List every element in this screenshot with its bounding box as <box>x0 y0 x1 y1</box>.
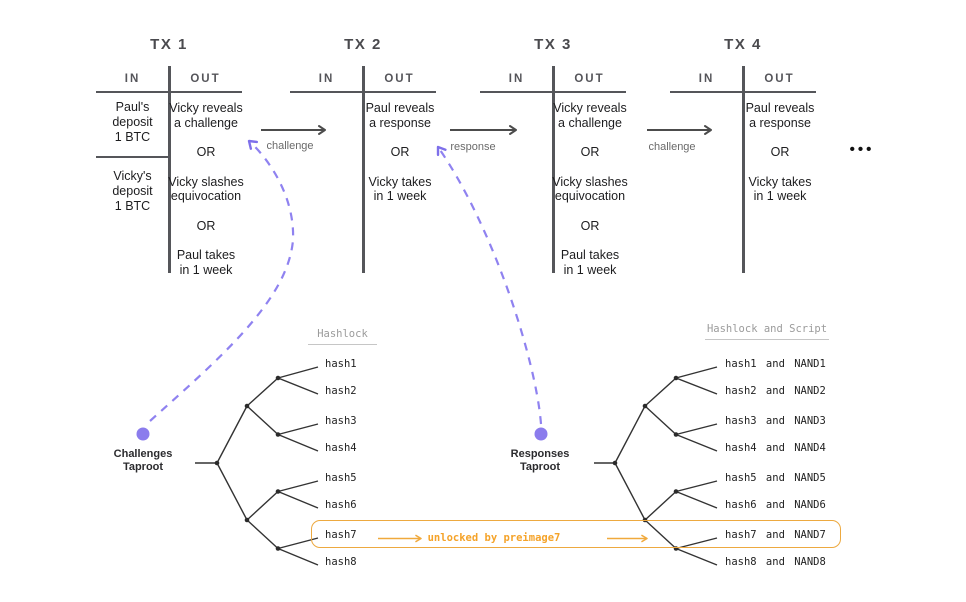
in-header: IN <box>318 73 335 85</box>
tx-divider-line <box>741 66 745 273</box>
out-column: Paul reveals a response OR Vicky takes i… <box>730 101 830 204</box>
out-cell: Paul takes in 1 week <box>560 248 620 277</box>
out-header: OUT <box>190 73 221 85</box>
or-label: OR <box>580 145 600 159</box>
right-tree-lines <box>594 366 718 566</box>
tree-leaf: hash5 <box>325 472 357 484</box>
tree-leaf: hash1 <box>325 358 357 370</box>
responses-taproot-label: Responses Taproot <box>510 448 570 473</box>
tx-column-headers: IN OUT <box>290 73 436 85</box>
tree-leaf: hash4 and NAND4 <box>725 442 826 454</box>
out-header: OUT <box>574 73 605 85</box>
taproot-arrows <box>149 139 543 425</box>
tx-divider-line <box>551 66 555 273</box>
tx-column-headers: IN OUT <box>480 73 626 85</box>
tx-column-headers: IN OUT <box>670 73 816 85</box>
tree-leaf: hash5 and NAND5 <box>725 472 826 484</box>
tx-title: TX 1 <box>150 36 188 53</box>
out-cell: Paul takes in 1 week <box>176 248 236 277</box>
tx-title: TX 4 <box>724 36 762 53</box>
or-label: OR <box>196 145 216 159</box>
challenges-taproot-label: Challenges Taproot <box>113 448 173 473</box>
hashlock-header: Hashlock <box>308 328 377 345</box>
hashlock-and-script-header: Hashlock and Script <box>705 323 829 340</box>
in-cell-separator <box>96 155 169 158</box>
in-header: IN <box>508 73 525 85</box>
tx-divider-line <box>167 66 171 273</box>
tx-column-headers: IN OUT <box>96 73 242 85</box>
tree-leaf: hash6 <box>325 499 357 511</box>
out-cell: Paul reveals a response <box>745 101 815 130</box>
or-label: OR <box>196 218 216 233</box>
in-header: IN <box>124 73 141 85</box>
out-cell: Vicky reveals a challenge <box>169 101 243 130</box>
tree-leaf: hash7 and NAND7 <box>725 529 826 541</box>
tree-leaf: hash4 <box>325 442 357 454</box>
tree-leaf: hash7 <box>325 529 357 541</box>
out-cell: Paul reveals a response <box>365 101 435 130</box>
out-column: Vicky reveals a challenge OR Vicky slash… <box>156 101 256 277</box>
responses-taproot-arrow <box>436 145 543 425</box>
continuation-ellipsis: ••• <box>849 141 875 158</box>
or-label: OR <box>580 218 600 233</box>
left-tree-nodes <box>214 375 281 551</box>
tx-table-1: TX 1 IN OUT Paul's deposit 1 BTC Vicky's… <box>96 36 244 281</box>
in-cell: Vicky's deposit 1 BTC <box>112 169 153 213</box>
challenges-taproot-dot <box>136 427 150 441</box>
arrow-label-challenge-2: challenge <box>648 141 696 153</box>
in-cell: Paul's deposit 1 BTC <box>112 100 153 144</box>
or-label: OR <box>390 145 410 159</box>
tree-leaf: hash2 <box>325 385 357 397</box>
tree-leaf: hash6 and NAND6 <box>725 499 826 511</box>
tx-table-4: TX 4 IN OUT Paul reveals a response OR V… <box>670 36 816 281</box>
tx-table-2: TX 2 IN OUT Paul reveals a response OR V… <box>290 36 436 281</box>
out-cell: Vicky slashes equivocation <box>552 174 628 204</box>
tree-leaf: hash2 and NAND2 <box>725 385 826 397</box>
arrow-label-response: response <box>450 141 496 153</box>
out-header: OUT <box>764 73 795 85</box>
tree-leaf: hash3 <box>325 415 357 427</box>
tx-divider-line <box>361 66 365 273</box>
tree-leaf: hash1 and NAND1 <box>725 358 826 370</box>
out-cell: Vicky takes in 1 week <box>748 174 812 204</box>
out-column: Vicky reveals a challenge OR Vicky slash… <box>540 101 640 277</box>
tree-leaf: hash8 and NAND8 <box>725 556 826 568</box>
out-cell: Vicky slashes equivocation <box>168 174 244 204</box>
or-label: OR <box>770 145 790 159</box>
preimage-unlock-label: unlocked by preimage7 <box>427 532 561 544</box>
out-column: Paul reveals a response OR Vicky takes i… <box>350 101 450 204</box>
tx-title: TX 2 <box>344 36 382 53</box>
preimage-highlight-box <box>311 520 841 548</box>
tree-leaf: hash8 <box>325 556 357 568</box>
out-cell: Vicky takes in 1 week <box>368 174 432 204</box>
left-tree-lines <box>195 366 319 566</box>
out-header: OUT <box>384 73 415 85</box>
in-header: IN <box>698 73 715 85</box>
out-cell: Vicky reveals a challenge <box>553 101 627 130</box>
responses-taproot-dot <box>534 427 548 441</box>
arrow-label-challenge-1: challenge <box>266 140 314 152</box>
tx-title: TX 3 <box>534 36 572 53</box>
tree-leaf: hash3 and NAND3 <box>725 415 826 427</box>
tx-table-3: TX 3 IN OUT Vicky reveals a challenge OR… <box>480 36 628 281</box>
